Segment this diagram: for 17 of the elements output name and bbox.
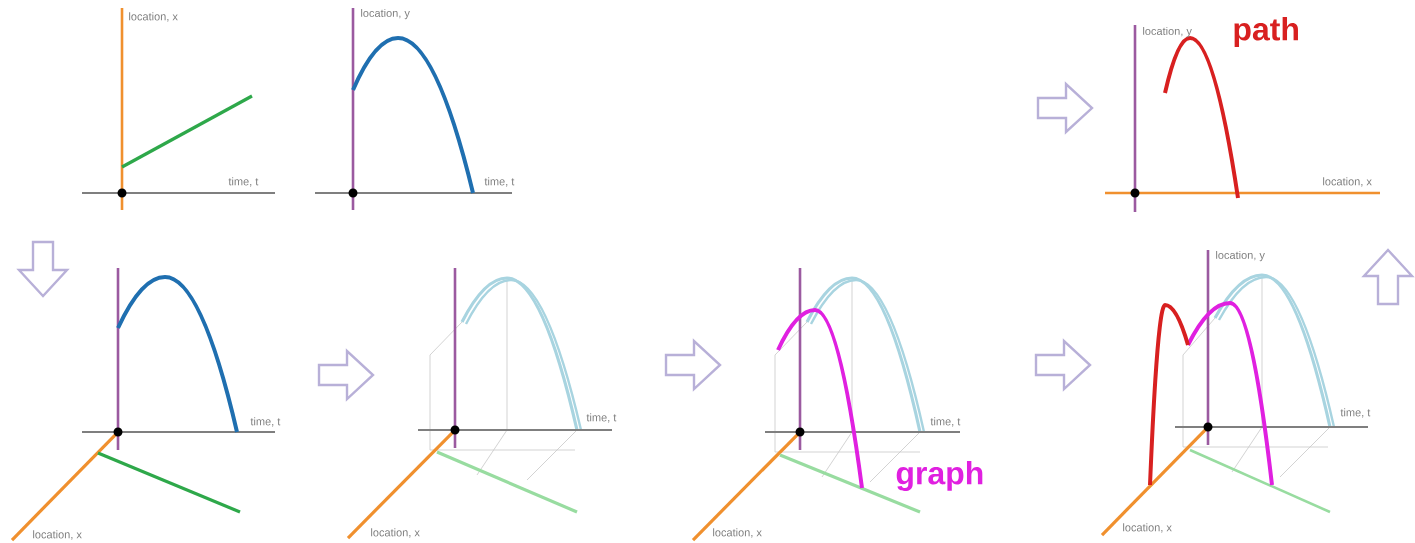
axis-label: time, t	[228, 177, 259, 187]
axis-label: location, y	[1143, 26, 1192, 38]
axis-label: location, x	[1323, 177, 1372, 187]
axis-label: time, t	[250, 417, 281, 427]
curve-label: graph	[896, 461, 983, 491]
axis-label: location, y	[361, 8, 410, 20]
axis-label: location, x	[1123, 523, 1172, 533]
axis-label: location, y	[1216, 250, 1265, 262]
axis-label: time, t	[1340, 408, 1371, 418]
axis-label: location, x	[371, 528, 420, 538]
axis-label: location, x	[129, 12, 178, 22]
axis-label: time, t	[930, 417, 961, 427]
axis-label: time, t	[586, 413, 617, 423]
axis-label: time, t	[484, 177, 515, 187]
axis-label: location, x	[33, 530, 82, 540]
curve-label: path	[1234, 17, 1298, 47]
axis-label: location, x	[713, 528, 762, 538]
